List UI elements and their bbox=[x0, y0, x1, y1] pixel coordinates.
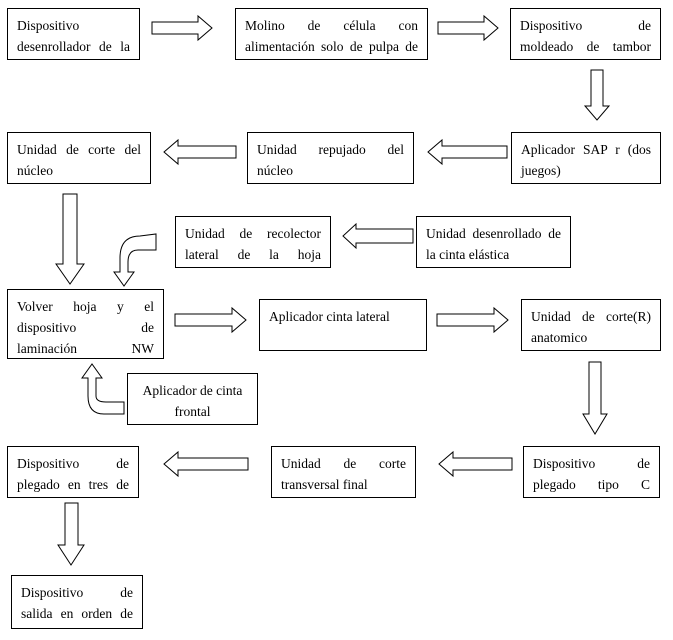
box-aplicador-cinta-lateral: Aplicador cinta lateral bbox=[259, 299, 427, 351]
arrow-right-2 bbox=[437, 14, 499, 42]
arrow-down-1 bbox=[583, 69, 611, 121]
arrow-right-4 bbox=[436, 306, 509, 334]
box-corte-transversal-final: Unidad de corte transversal final bbox=[271, 446, 416, 498]
box-aplicador-cinta-frontal: Aplicador de cinta frontal bbox=[127, 373, 258, 425]
box-molino-celula: Molino de célula con alimentación solo d… bbox=[235, 8, 428, 60]
box-volver-hoja-laminacion: Volver hoja y el dispositivo de laminaci… bbox=[7, 289, 164, 359]
box-corte-anatomico: Unidad de corte(R) anatomico bbox=[521, 299, 661, 351]
box-desenrollado-cinta-elastica: Unidad desenrollado de la cinta elástica bbox=[416, 216, 571, 268]
box-plegado-en-tres: Dispositivo de plegado en tres de bbox=[7, 446, 139, 498]
box-corte-nucleo: Unidad de corte del núcleo bbox=[7, 132, 151, 184]
box-plegado-tipo-c: Dispositivo de plegado tipo C bbox=[523, 446, 660, 498]
arrow-down-2 bbox=[55, 193, 85, 285]
arrow-down-3 bbox=[582, 361, 608, 435]
arrow-left-3 bbox=[342, 222, 414, 250]
arrow-left-1 bbox=[427, 138, 508, 166]
box-recolector-lateral: Unidad de recolector lateral de la hoja bbox=[175, 216, 331, 268]
box-desenrollador: Dispositivo desenrollador de la bbox=[7, 8, 140, 60]
arrow-left-4 bbox=[438, 450, 513, 478]
arrow-left-2 bbox=[163, 138, 237, 166]
arrow-curved-1 bbox=[113, 233, 157, 287]
box-repujado-nucleo: Unidad repujado del núcleo bbox=[247, 132, 414, 184]
arrow-right-3 bbox=[174, 306, 247, 334]
box-moldeado-tambor: Dispositivo de moldeado de tambor bbox=[510, 8, 661, 60]
arrow-curved-2 bbox=[81, 363, 125, 415]
arrow-right-1 bbox=[151, 14, 213, 42]
box-aplicador-sap: Aplicador SAP r (dos juegos) bbox=[511, 132, 661, 184]
box-salida-en-orden: Dispositivo de salida en orden de bbox=[11, 575, 143, 629]
arrow-down-4 bbox=[57, 502, 85, 566]
arrow-left-5 bbox=[163, 450, 249, 478]
